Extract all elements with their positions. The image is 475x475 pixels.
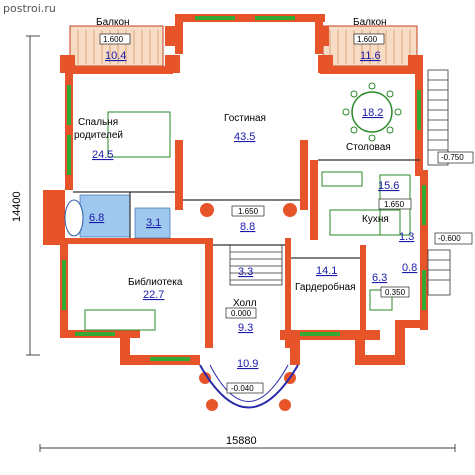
right-upper-level: -0.750 — [441, 153, 464, 162]
living-area: 43.5 — [234, 131, 255, 143]
library-area: 22.7 — [143, 289, 164, 301]
watermark: postroi.ru — [3, 2, 56, 15]
bedroom-label-1: Спальня — [78, 117, 118, 128]
balcony-left-label: Балкон — [96, 17, 130, 28]
porch — [199, 364, 299, 409]
balcony-left-level: 1.600 — [103, 35, 124, 44]
small-b-area: 0.8 — [402, 262, 417, 274]
hall-upper-level: 1.650 — [238, 207, 259, 216]
width-dimension: 15880 — [226, 435, 257, 447]
balcony-right-shape — [322, 25, 418, 67]
staircase — [229, 244, 283, 286]
living-label: Гостиная — [224, 113, 266, 124]
dining-area: 18.2 — [362, 107, 383, 119]
level-markers — [99, 33, 474, 394]
bath-area: 6.8 — [89, 212, 104, 224]
dining-label: Столовая — [346, 142, 391, 153]
wardrobe-label: Гардеробная — [295, 281, 356, 293]
hall-label: Холл — [233, 298, 257, 309]
wardrobe-area: 14.1 — [316, 265, 337, 277]
hall-level: 0.000 — [231, 309, 252, 318]
balcony-right-label: Балкон — [353, 17, 387, 28]
kitchen-area: 15.6 — [378, 180, 399, 192]
dining-table — [342, 82, 402, 142]
kitchen-label: Кухня — [362, 214, 389, 225]
depth-dimension: 14400 — [11, 191, 23, 222]
kitchen-level: 1.650 — [384, 200, 405, 209]
balcony-right-area: 11.6 — [360, 50, 381, 62]
bedroom-label-2: родителей — [74, 130, 123, 141]
dimension-lines — [26, 35, 456, 452]
bathroom-tiles — [64, 194, 171, 239]
bedroom-area: 24.5 — [92, 149, 113, 161]
interior-partitions — [73, 159, 420, 259]
balcony-left-area: 10.4 — [105, 50, 126, 62]
library-label: Библиотека — [128, 276, 183, 288]
porch-level: -0.040 — [231, 384, 254, 393]
balcony-right-level: 1.600 — [357, 35, 378, 44]
small-room-level: 0.350 — [385, 288, 406, 297]
windows — [62, 16, 426, 361]
stair-area: 3.3 — [238, 266, 253, 278]
right-lower-level: -0.600 — [438, 234, 461, 243]
small-a-area: 1.3 — [399, 231, 414, 243]
hall-area: 9.3 — [238, 322, 253, 334]
wc-area: 3.1 — [146, 217, 161, 229]
hall-upper-area: 8.8 — [240, 221, 255, 233]
porch-area: 10.9 — [237, 358, 258, 370]
small-room-area: 6.3 — [372, 272, 387, 284]
exterior-stairs — [427, 69, 451, 296]
